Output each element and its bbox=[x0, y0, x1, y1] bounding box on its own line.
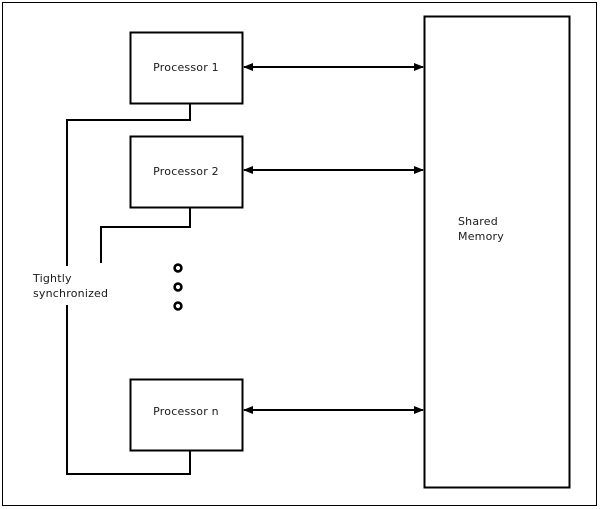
sync-line-left-lower bbox=[66, 305, 191, 475]
ellipsis-dot-2 bbox=[173, 282, 183, 292]
processor-2-label: Processor 2 bbox=[153, 165, 219, 178]
processor-1-label: Processor 1 bbox=[153, 61, 219, 74]
processor-1-box bbox=[129, 31, 244, 105]
sync-line-processor-2 bbox=[100, 208, 191, 263]
ellipsis-dot-1 bbox=[173, 263, 183, 273]
shared-memory-label-line2: Memory bbox=[458, 230, 504, 243]
shared-memory-box bbox=[423, 15, 571, 489]
processor-n-label: Processor n bbox=[153, 405, 219, 418]
ellipsis-dot-3 bbox=[173, 301, 183, 311]
sync-line-processor-1 bbox=[66, 104, 191, 266]
processor-n-box bbox=[129, 378, 244, 452]
shared-memory-label-line1: Shared bbox=[458, 215, 498, 228]
sync-note-line1: Tightly bbox=[31, 271, 74, 286]
processor-2-box bbox=[129, 135, 244, 209]
sync-note-line2: synchronized bbox=[31, 286, 111, 301]
